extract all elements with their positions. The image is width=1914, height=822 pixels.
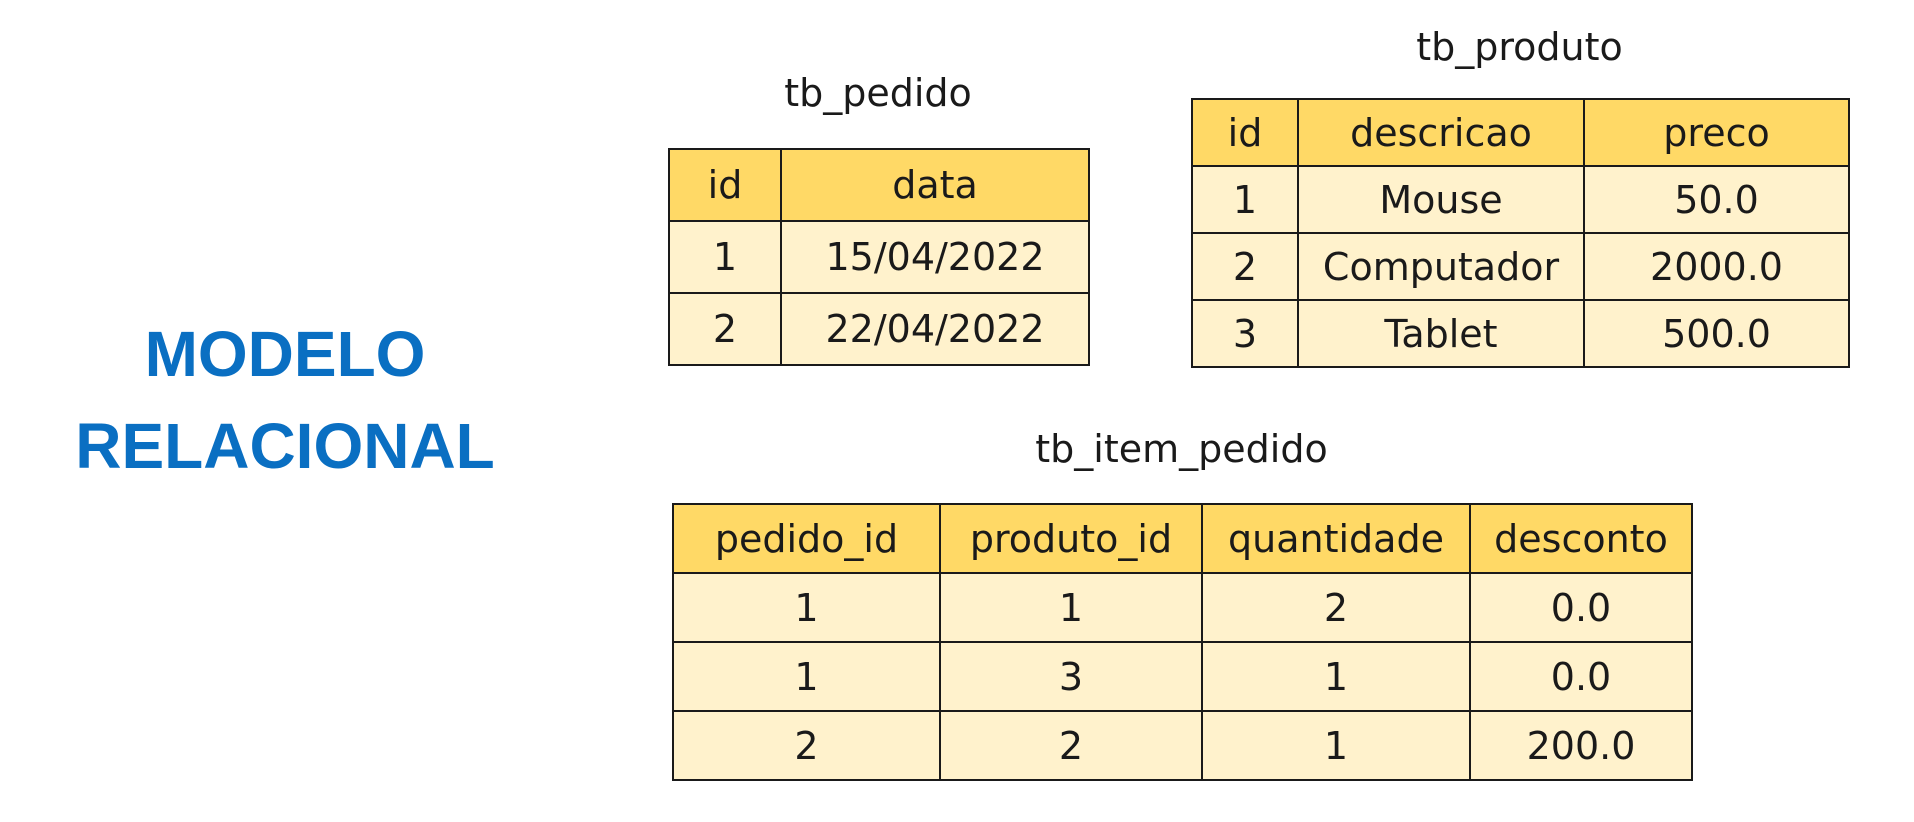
- table-row: 1 3 1 0.0: [672, 641, 1693, 712]
- table-row: 3 Tablet 500.0: [1191, 299, 1850, 368]
- table-title-tb-pedido: tb_pedido: [784, 71, 972, 115]
- column-header: produto_id: [939, 503, 1203, 574]
- column-header: pedido_id: [672, 503, 941, 574]
- table-row: 1 1 2 0.0: [672, 572, 1693, 643]
- table-header-row: pedido_id produto_id quantidade desconto: [672, 503, 1693, 574]
- column-header: quantidade: [1201, 503, 1471, 574]
- table-cell: 1: [672, 572, 941, 643]
- table-cell: 1: [1191, 165, 1299, 234]
- table-cell: 3: [939, 641, 1203, 712]
- table-tb-produto: id descricao preco 1 Mouse 50.0 2 Comput…: [1191, 98, 1850, 368]
- table-cell: 1: [939, 572, 1203, 643]
- table-cell: Tablet: [1297, 299, 1585, 368]
- table-header-row: id descricao preco: [1191, 98, 1850, 167]
- table-cell: 50.0: [1583, 165, 1850, 234]
- column-header: id: [1191, 98, 1299, 167]
- table-row: 1 Mouse 50.0: [1191, 165, 1850, 234]
- table-cell: 2000.0: [1583, 232, 1850, 301]
- table-row: 1 15/04/2022: [668, 220, 1090, 294]
- column-header: preco: [1583, 98, 1850, 167]
- table-cell: 22/04/2022: [780, 292, 1090, 366]
- heading-line-2: RELACIONAL: [75, 410, 495, 482]
- table-cell: 0.0: [1469, 641, 1693, 712]
- table-cell: 2: [939, 710, 1203, 781]
- table-cell: 0.0: [1469, 572, 1693, 643]
- column-header: id: [668, 148, 782, 222]
- column-header: data: [780, 148, 1090, 222]
- table-cell: 200.0: [1469, 710, 1693, 781]
- diagram-heading: MODELO RELACIONAL: [40, 308, 530, 492]
- table-cell: 3: [1191, 299, 1299, 368]
- table-cell: 500.0: [1583, 299, 1850, 368]
- table-row: 2 Computador 2000.0: [1191, 232, 1850, 301]
- heading-line-1: MODELO: [144, 318, 426, 390]
- table-header-row: id data: [668, 148, 1090, 222]
- table-row: 2 2 1 200.0: [672, 710, 1693, 781]
- table-tb-item-pedido: pedido_id produto_id quantidade desconto…: [672, 503, 1693, 781]
- table-cell: 2: [668, 292, 782, 366]
- table-cell: 2: [1201, 572, 1471, 643]
- table-cell: 1: [1201, 641, 1471, 712]
- table-row: 2 22/04/2022: [668, 292, 1090, 366]
- table-title-tb-item-pedido: tb_item_pedido: [1035, 427, 1328, 471]
- table-cell: Computador: [1297, 232, 1585, 301]
- column-header: descricao: [1297, 98, 1585, 167]
- table-cell: 2: [1191, 232, 1299, 301]
- table-cell: 1: [668, 220, 782, 294]
- table-cell: 1: [1201, 710, 1471, 781]
- table-cell: 1: [672, 641, 941, 712]
- column-header: desconto: [1469, 503, 1693, 574]
- table-cell: Mouse: [1297, 165, 1585, 234]
- table-cell: 2: [672, 710, 941, 781]
- table-title-tb-produto: tb_produto: [1416, 25, 1623, 69]
- table-tb-pedido: id data 1 15/04/2022 2 22/04/2022: [668, 148, 1090, 366]
- table-cell: 15/04/2022: [780, 220, 1090, 294]
